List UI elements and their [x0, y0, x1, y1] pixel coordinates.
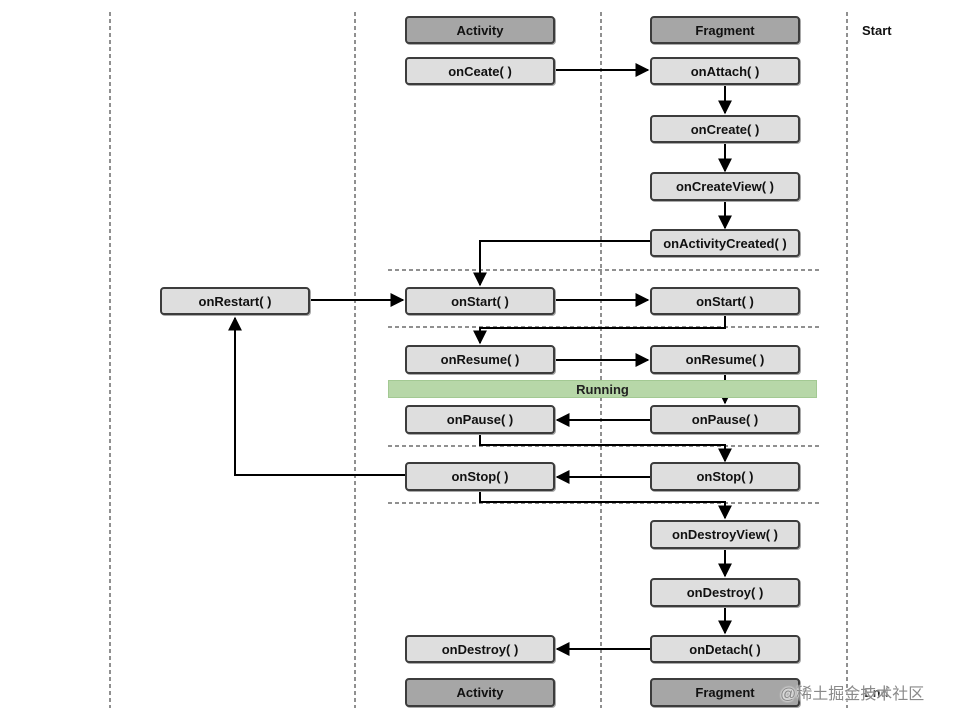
activity-on-start: onStart( )	[405, 287, 555, 315]
end-label: End	[864, 685, 889, 700]
fragment-column-footer: Fragment	[650, 678, 800, 707]
fragment-on-stop: onStop( )	[650, 462, 800, 491]
activity-on-stop: onStop( )	[405, 462, 555, 491]
fragment-column-header: Fragment	[650, 16, 800, 44]
running-state-band: Running	[388, 380, 817, 398]
phase-separators	[388, 269, 820, 504]
fragment-on-attach: onAttach( )	[650, 57, 800, 85]
activity-column-footer: Activity	[405, 678, 555, 707]
start-label: Start	[862, 23, 892, 38]
activity-on-pause: onPause( )	[405, 405, 555, 434]
activity-on-restart: onRestart( )	[160, 287, 310, 315]
fragment-on-start: onStart( )	[650, 287, 800, 315]
fragment-on-resume: onResume( )	[650, 345, 800, 374]
activity-on-create: onCeate( )	[405, 57, 555, 85]
activity-column-header: Activity	[405, 16, 555, 44]
column-dividers	[109, 12, 848, 708]
fragment-on-activity-created: onActivityCreated( )	[650, 229, 800, 257]
watermark: @稀土掘金技术社区	[780, 686, 925, 703]
activity-on-resume: onResume( )	[405, 345, 555, 374]
fragment-on-destroy: onDestroy( )	[650, 578, 800, 607]
activity-on-destroy: onDestroy( )	[405, 635, 555, 663]
fragment-on-detach: onDetach( )	[650, 635, 800, 663]
fragment-on-create: onCreate( )	[650, 115, 800, 143]
fragment-on-destroy-view: onDestroyView( )	[650, 520, 800, 549]
fragment-on-create-view: onCreateView( )	[650, 172, 800, 201]
fragment-on-pause: onPause( )	[650, 405, 800, 434]
